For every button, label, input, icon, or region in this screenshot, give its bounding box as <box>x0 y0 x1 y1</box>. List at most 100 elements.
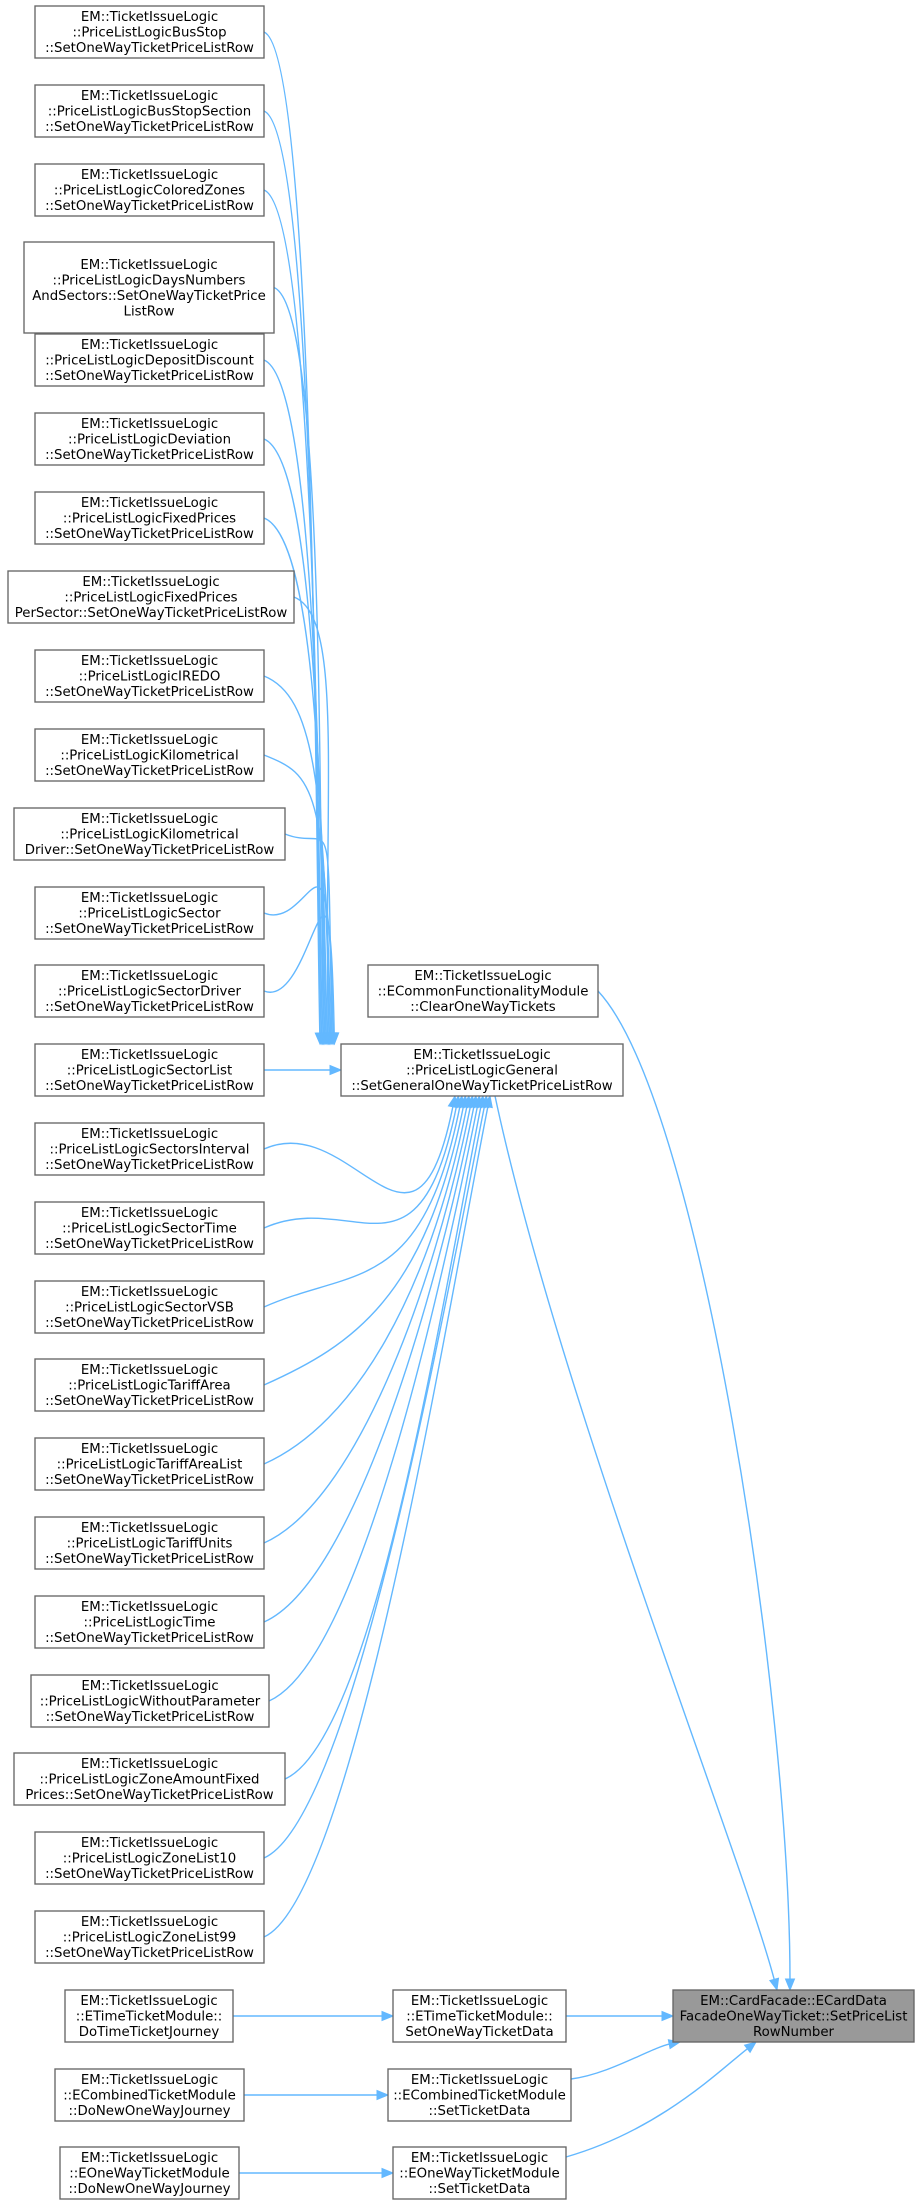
node-label: ::ECombinedTicketModule <box>393 2089 566 2104</box>
node-sector-list[interactable]: EM::TicketIssueLogic::PriceListLogicSect… <box>34 1043 265 1097</box>
edge-clear-tickets-to-card-facade <box>597 990 796 1992</box>
edge-line <box>273 286 325 1035</box>
edge-time-set-ticket-to-card-facade <box>566 2010 675 2022</box>
node-label: ::SetOneWayTicketPriceListRow <box>45 1473 254 1488</box>
edge-oneway-set-ticket-to-card-facade <box>565 2041 758 2158</box>
node-bus-stop[interactable]: EM::TicketIssueLogic::PriceListLogicBusS… <box>34 5 265 59</box>
node-sectors-interval[interactable]: EM::TicketIssueLogic::PriceListLogicSect… <box>34 1122 265 1176</box>
node-label: ::PriceListLogicSectorList <box>67 1064 232 1079</box>
edge-combined-set-ticket-to-card-facade <box>570 2039 682 2080</box>
node-label: EM::TicketIssueLogic <box>81 1679 218 1694</box>
node-box <box>30 1674 270 1728</box>
node-label: ::SetOneWayTicketPriceListRow <box>45 369 254 384</box>
edge-line <box>268 1105 479 1702</box>
node-label: ::ETimeTicketModule:: <box>76 2010 223 2025</box>
node-box <box>34 1516 265 1570</box>
node-label: ::PriceListLogicTariffUnits <box>67 1537 233 1552</box>
edge-line <box>263 675 331 1035</box>
edge-arrowhead <box>768 1977 780 1992</box>
node-bus-stop-section[interactable]: EM::TicketIssueLogic::PriceListLogicBusS… <box>34 84 265 138</box>
node-tariff-units[interactable]: EM::TicketIssueLogic::PriceListLogicTari… <box>34 1516 265 1570</box>
edge-sector-list-to-general <box>264 1064 343 1076</box>
node-tariff-area-list[interactable]: EM::TicketIssueLogic::PriceListLogicTari… <box>34 1437 265 1491</box>
node-label: EM::TicketIssueLogic <box>81 1836 218 1851</box>
node-label: ::PriceListLogicZoneList99 <box>63 1931 236 1946</box>
node-box <box>34 84 265 138</box>
node-label: ::PriceListLogicDepositDiscount <box>45 354 254 369</box>
node-label: EM::TicketIssueLogic <box>81 1600 218 1615</box>
edge-line <box>263 915 335 1035</box>
node-oneway-journey[interactable]: EM::TicketIssueLogic::EOneWayTicketModul… <box>59 2146 240 2200</box>
edge-line <box>263 359 326 1035</box>
edge-line <box>263 1105 486 1859</box>
edge-line <box>263 438 327 1035</box>
node-label: ::PriceListLogicSectorVSB <box>65 1301 234 1316</box>
edge-line <box>263 886 334 1035</box>
node-label: ::PriceListLogicIREDO <box>79 670 221 685</box>
node-label: ::PriceListLogicTime <box>84 1616 216 1631</box>
edge-arrowhead <box>784 1978 796 1992</box>
node-deviation[interactable]: EM::TicketIssueLogic::PriceListLogicDevi… <box>34 412 265 466</box>
node-label: ::SetOneWayTicketPriceListRow <box>45 1158 254 1173</box>
node-label: ::PriceListLogicDaysNumbers <box>53 273 246 288</box>
node-oneway-set-ticket[interactable]: EM::TicketIssueLogic::EOneWayTicketModul… <box>392 2146 567 2200</box>
node-kilometrical-driver[interactable]: EM::TicketIssueLogic::PriceListLogicKilo… <box>13 807 286 861</box>
node-general[interactable]: EM::TicketIssueLogic::PriceListLogicGene… <box>340 1043 624 1097</box>
node-iredo[interactable]: EM::TicketIssueLogic::PriceListLogicIRED… <box>34 649 265 703</box>
node-colored-zones[interactable]: EM::TicketIssueLogic::PriceListLogicColo… <box>34 163 265 217</box>
node-label: EM::TicketIssueLogic <box>414 969 551 984</box>
node-box <box>34 163 265 217</box>
node-label: EM::TicketIssueLogic <box>81 733 218 748</box>
node-label: EM::TicketIssueLogic <box>81 417 218 432</box>
edge-line <box>597 990 791 1981</box>
node-kilometrical[interactable]: EM::TicketIssueLogic::PriceListLogicKilo… <box>34 728 265 782</box>
node-box <box>387 2068 572 2122</box>
edge-line <box>263 1105 489 1938</box>
node-tariff-area[interactable]: EM::TicketIssueLogic::PriceListLogicTari… <box>34 1358 265 1412</box>
node-label: EM::TicketIssueLogic <box>80 258 217 273</box>
node-zone-amount-fixed[interactable]: EM::TicketIssueLogic::PriceListLogicZone… <box>13 1752 286 1806</box>
edge-line <box>263 1105 458 1229</box>
node-box <box>672 1989 915 2043</box>
node-time[interactable]: EM::TicketIssueLogic::PriceListLogicTime… <box>34 1595 265 1649</box>
edge-combined-journey-to-combined-set-ticket <box>244 2089 390 2101</box>
node-sector-vsb[interactable]: EM::TicketIssueLogic::PriceListLogicSect… <box>34 1280 265 1334</box>
node-without-parameter[interactable]: EM::TicketIssueLogic::PriceListLogicWith… <box>30 1674 270 1728</box>
node-label: ::PriceListLogicBusStopSection <box>48 105 252 120</box>
node-box <box>34 5 265 59</box>
node-card-facade[interactable]: EM::CardFacade::ECardDataFacadeOneWayTic… <box>672 1989 915 2043</box>
node-sector[interactable]: EM::TicketIssueLogic::PriceListLogicSect… <box>34 886 265 940</box>
edge-zone-amount-fixed-to-general <box>284 1094 486 1780</box>
node-label: ::PriceListLogicFixedPrices <box>63 512 236 527</box>
node-fixed-prices-sector[interactable]: EM::TicketIssueLogic::PriceListLogicFixe… <box>7 570 295 624</box>
node-label: EM::TicketIssueLogic <box>81 1048 218 1063</box>
node-label: PerSector::SetOneWayTicketPriceListRow <box>15 606 288 621</box>
node-label: ::ETimeTicketModule:: <box>406 2010 553 2025</box>
node-label: EM::TicketIssueLogic <box>413 1048 550 1063</box>
edge-line <box>284 1105 482 1780</box>
node-zone-list10[interactable]: EM::TicketIssueLogic::PriceListLogicZone… <box>34 1831 265 1885</box>
node-time-journey[interactable]: EM::TicketIssueLogic::ETimeTicketModule:… <box>64 1989 234 2043</box>
node-time-set-ticket[interactable]: EM::TicketIssueLogic::ETimeTicketModule:… <box>392 1989 567 2043</box>
edge-general-to-card-facade <box>494 1095 780 1992</box>
node-label: ::PriceListLogicKilometrical <box>60 828 238 843</box>
node-clear-tickets[interactable]: EM::TicketIssueLogic::ECommonFunctionali… <box>367 964 599 1018</box>
node-label: EM::TicketIssueLogic <box>81 1363 218 1378</box>
node-label: EM::TicketIssueLogic <box>81 1127 218 1142</box>
node-box <box>34 728 265 782</box>
edge-tariff-units-to-general <box>263 1094 476 1544</box>
node-sector-time[interactable]: EM::TicketIssueLogic::PriceListLogicSect… <box>34 1201 265 1255</box>
node-days-numbers[interactable]: EM::TicketIssueLogic::PriceListLogicDays… <box>23 241 275 334</box>
node-combined-journey[interactable]: EM::TicketIssueLogic::ECombinedTicketMod… <box>54 2068 245 2122</box>
node-fixed-prices[interactable]: EM::TicketIssueLogic::PriceListLogicFixe… <box>34 491 265 545</box>
node-zone-list99[interactable]: EM::TicketIssueLogic::PriceListLogicZone… <box>34 1910 265 1964</box>
node-deposit-discount[interactable]: EM::TicketIssueLogic::PriceListLogicDepo… <box>34 333 265 387</box>
node-label: ::ClearOneWayTickets <box>410 1000 555 1015</box>
node-label: EM::TicketIssueLogic <box>82 575 219 590</box>
node-label: SetOneWayTicketData <box>405 2025 553 2040</box>
node-label: ::EOneWayTicketModule <box>69 2167 229 2182</box>
node-label: ::PriceListLogicSectorsInterval <box>50 1143 250 1158</box>
node-combined-set-ticket[interactable]: EM::TicketIssueLogic::ECombinedTicketMod… <box>387 2068 572 2122</box>
node-sector-driver[interactable]: EM::TicketIssueLogic::PriceListLogicSect… <box>34 964 265 1018</box>
node-label: DoTimeTicketJourney <box>79 2025 220 2040</box>
